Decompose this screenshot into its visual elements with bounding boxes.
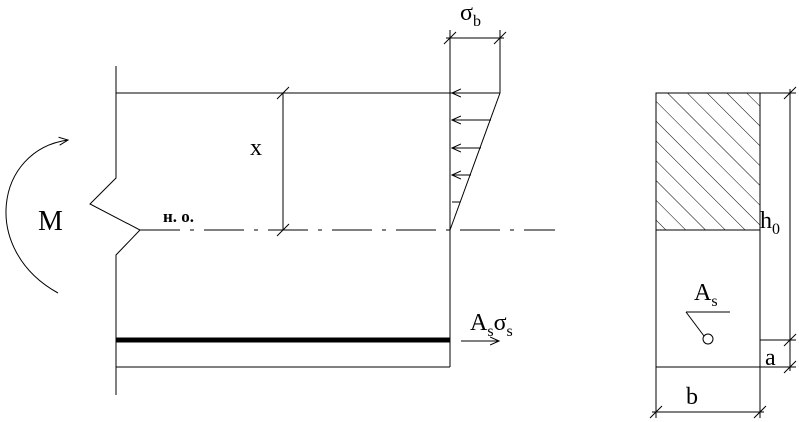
beam-elevation: н. о. xyxy=(89,66,555,395)
rebar-area-label: As xyxy=(694,280,718,310)
beam-break-line xyxy=(89,66,141,395)
steel-force-label: Asσs xyxy=(470,310,513,340)
neutral-axis-label: н. о. xyxy=(163,207,194,226)
rebar-symbol xyxy=(702,333,714,345)
stress-label: σb xyxy=(460,0,481,30)
moment-label: M xyxy=(38,206,63,237)
moment: M xyxy=(5,140,68,294)
width-label: b xyxy=(686,384,698,410)
cross-section: As h0 a b xyxy=(649,86,797,419)
steel-force: Asσs xyxy=(461,310,513,341)
compression-depth-dimension: x xyxy=(250,86,290,237)
stress-triangle-hyp xyxy=(449,92,501,231)
compression-zone-hatch xyxy=(656,93,760,230)
effective-depth-label: h0 xyxy=(760,208,780,238)
cover-label: a xyxy=(765,345,776,371)
stress-diagram: σb xyxy=(443,0,507,231)
compression-depth-label: x xyxy=(250,135,262,161)
moment-arc xyxy=(5,140,68,294)
